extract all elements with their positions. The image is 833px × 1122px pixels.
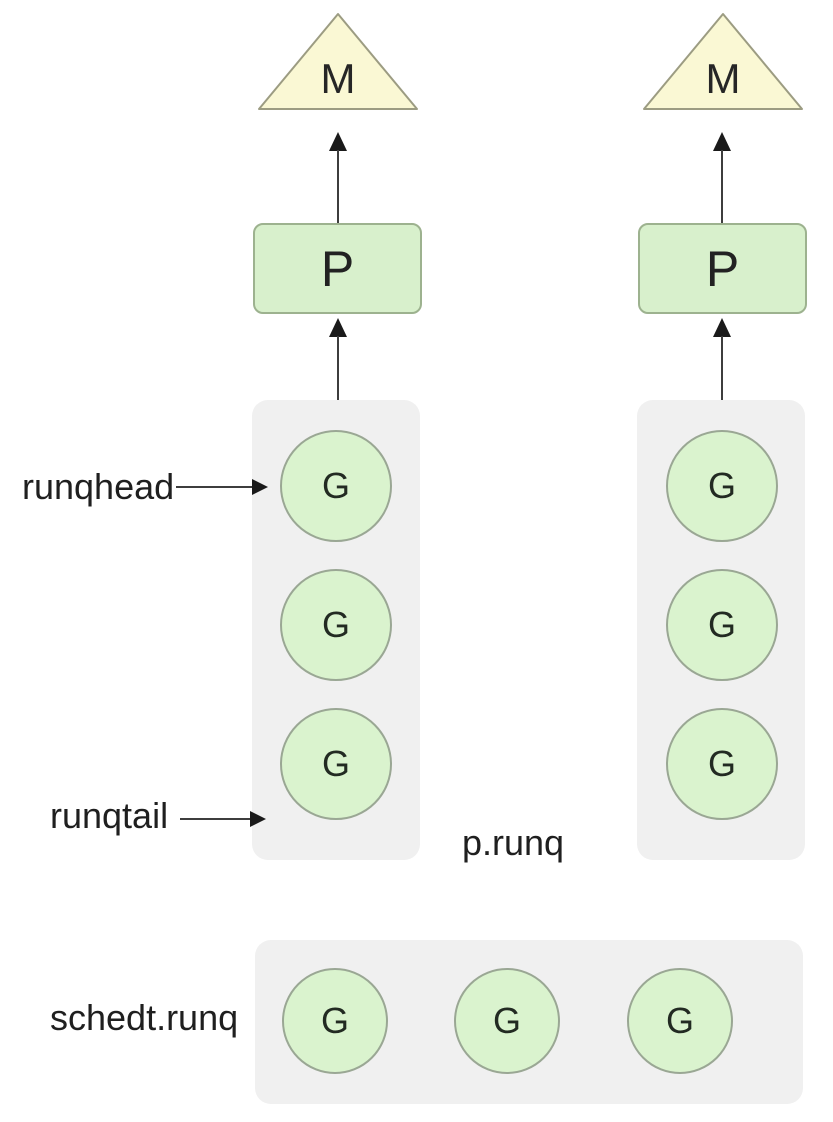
goroutine-circle: G [280, 430, 392, 542]
runqhead-label: runqhead [22, 466, 175, 507]
processor-box: P [638, 223, 807, 314]
runqhead-arrow-line [176, 486, 252, 488]
arrow-runq-to-p-line [721, 336, 723, 401]
arrow-runq-to-p-head [713, 318, 731, 337]
arrow-p-to-m-head [713, 132, 731, 151]
p-runq-label: p.runq [461, 822, 565, 863]
arrow-p-to-m-head [329, 132, 347, 151]
goroutine-circle: G [280, 569, 392, 681]
machine-label: M [320, 55, 356, 102]
arrow-p-to-m-line [721, 150, 723, 224]
goroutine-circle: G [666, 569, 778, 681]
runqtail-arrow-head [250, 811, 266, 827]
machine-label: M [705, 55, 741, 102]
processor-box: P [253, 223, 422, 314]
goroutine-circle: G [666, 430, 778, 542]
goroutine-circle: G [627, 968, 733, 1074]
machine-triangle [258, 13, 418, 110]
schedt-runq-label: schedt.runq [50, 997, 239, 1038]
runqtail-label: runqtail [50, 795, 169, 836]
goroutine-circle: G [280, 708, 392, 820]
runqtail-arrow-line [180, 818, 250, 820]
goroutine-circle: G [666, 708, 778, 820]
runqhead-arrow-head [252, 479, 268, 495]
arrow-runq-to-p-head [329, 318, 347, 337]
arrow-p-to-m-line [337, 150, 339, 224]
arrow-runq-to-p-line [337, 336, 339, 401]
machine-triangle [643, 13, 803, 110]
goroutine-circle: G [282, 968, 388, 1074]
goroutine-circle: G [454, 968, 560, 1074]
